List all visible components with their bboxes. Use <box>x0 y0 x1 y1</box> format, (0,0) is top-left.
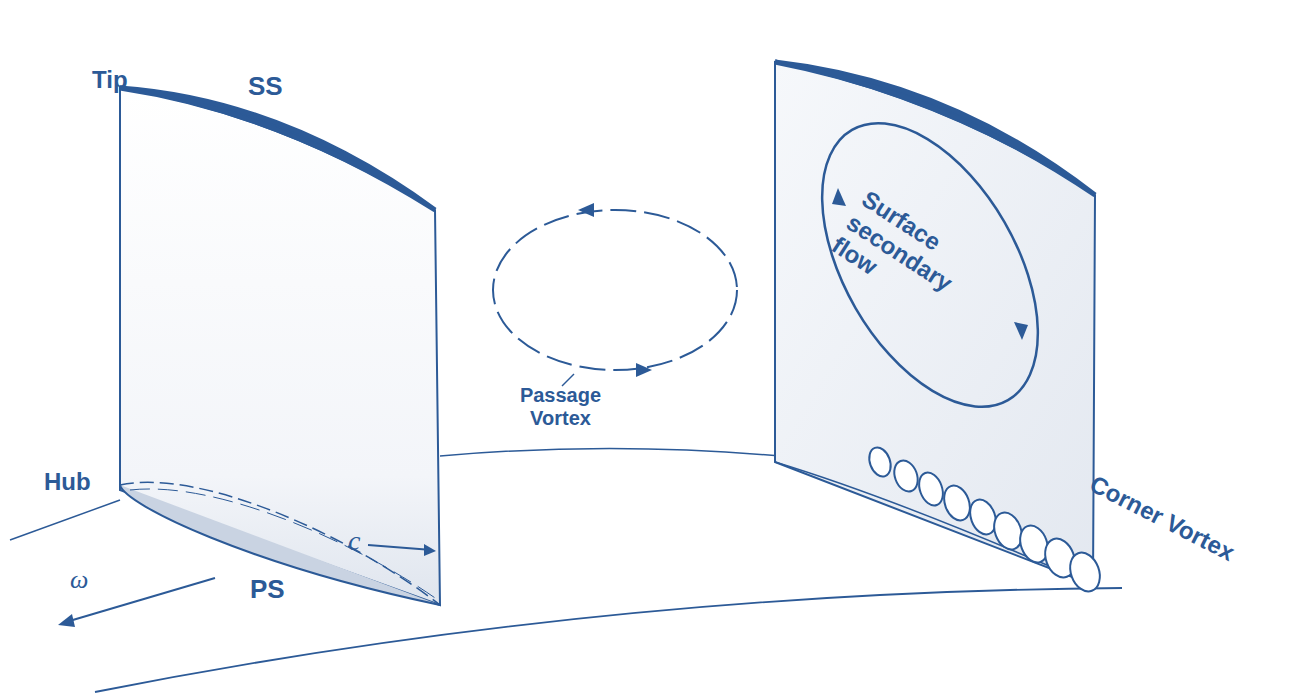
rotation-label: ω <box>70 565 88 595</box>
blade-tip <box>120 88 435 210</box>
arrow-head <box>58 614 75 627</box>
arrow-head <box>636 363 652 377</box>
left-blade <box>120 88 440 605</box>
surface-flow-loop <box>778 87 1083 443</box>
suction-side-label: SS <box>248 72 283 102</box>
passage-vortex-loop <box>493 210 737 370</box>
chord-arrow <box>368 545 432 550</box>
hub-label: Hub <box>44 468 91 496</box>
hub-back-line <box>440 448 800 458</box>
arrow-head <box>832 188 846 206</box>
pressure-side-hub <box>120 485 440 605</box>
arrow-head <box>424 544 436 556</box>
pressure-side-label: PS <box>250 575 285 605</box>
arrow-head <box>578 203 594 217</box>
passage-vortex-label: Passage Vortex <box>508 384 613 430</box>
right-blade <box>775 62 1095 585</box>
chord-label: c <box>348 525 360 557</box>
arrow-head <box>1014 322 1028 340</box>
corner-vortex-label: Corner Vortex <box>1085 470 1239 566</box>
right-blade-root <box>775 462 1093 585</box>
hub-front-line <box>95 588 1122 692</box>
suction-side-hub <box>120 482 440 605</box>
tip-label: Tip <box>92 66 128 94</box>
hub-edge-line <box>10 500 120 540</box>
corner-vortex <box>865 444 1105 595</box>
